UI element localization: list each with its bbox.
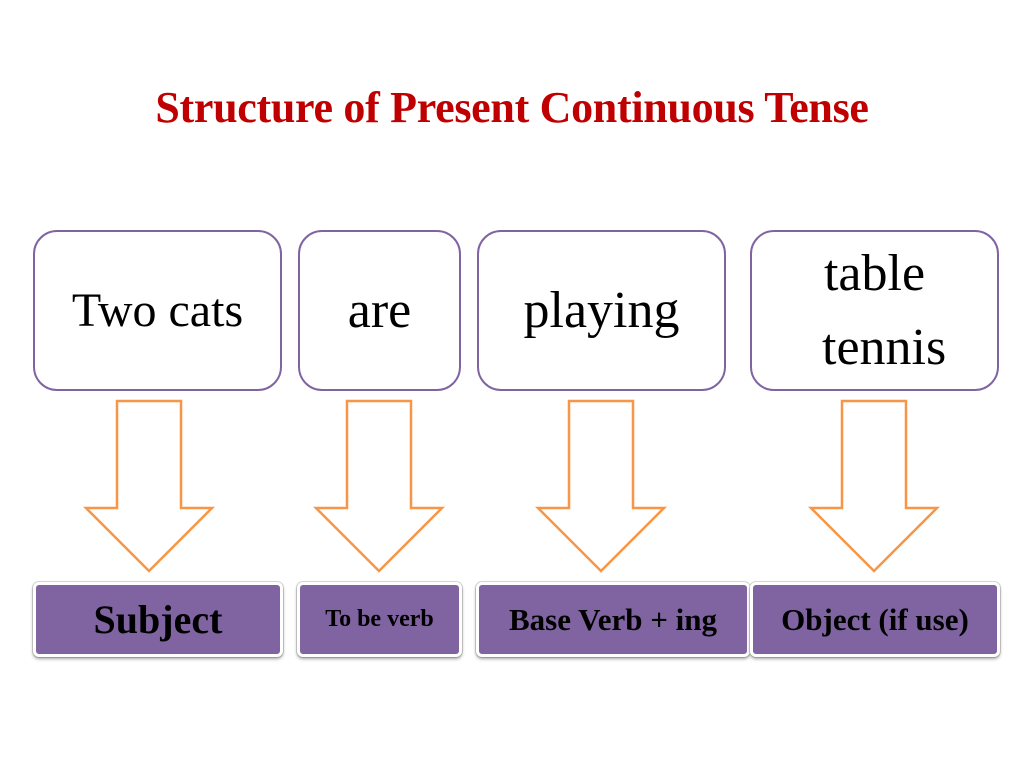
base-verb-role-label: Base Verb + ing [508, 601, 717, 637]
object-role-label: Object (if use) [781, 601, 969, 637]
subject-word-box: Two cats [33, 230, 282, 391]
down-arrow-icon [313, 399, 445, 573]
down-arrow-icon [808, 399, 940, 573]
object-word-box: table tennis [750, 230, 999, 391]
subject-role-box: Subject [33, 582, 283, 657]
to-be-verb-word-box: are [298, 230, 461, 391]
object-role-box: Object (if use) [750, 582, 1000, 657]
base-verb-word: playing [523, 281, 680, 339]
to-be-verb-role-box: To be verb [297, 582, 462, 657]
object-word: table tennis [822, 244, 947, 376]
subject-word: Two cats [71, 283, 244, 337]
slide-title: Structure of Present Continuous Tense [155, 83, 869, 132]
base-verb-word-box: playing [477, 230, 726, 391]
down-arrow-icon [535, 399, 667, 573]
to-be-verb-role-label: To be verb [325, 606, 434, 632]
subject-role-label: Subject [93, 597, 223, 642]
base-verb-role-box: Base Verb + ing [476, 582, 750, 657]
down-arrow-icon [83, 399, 215, 573]
to-be-verb-word: are [347, 281, 412, 339]
